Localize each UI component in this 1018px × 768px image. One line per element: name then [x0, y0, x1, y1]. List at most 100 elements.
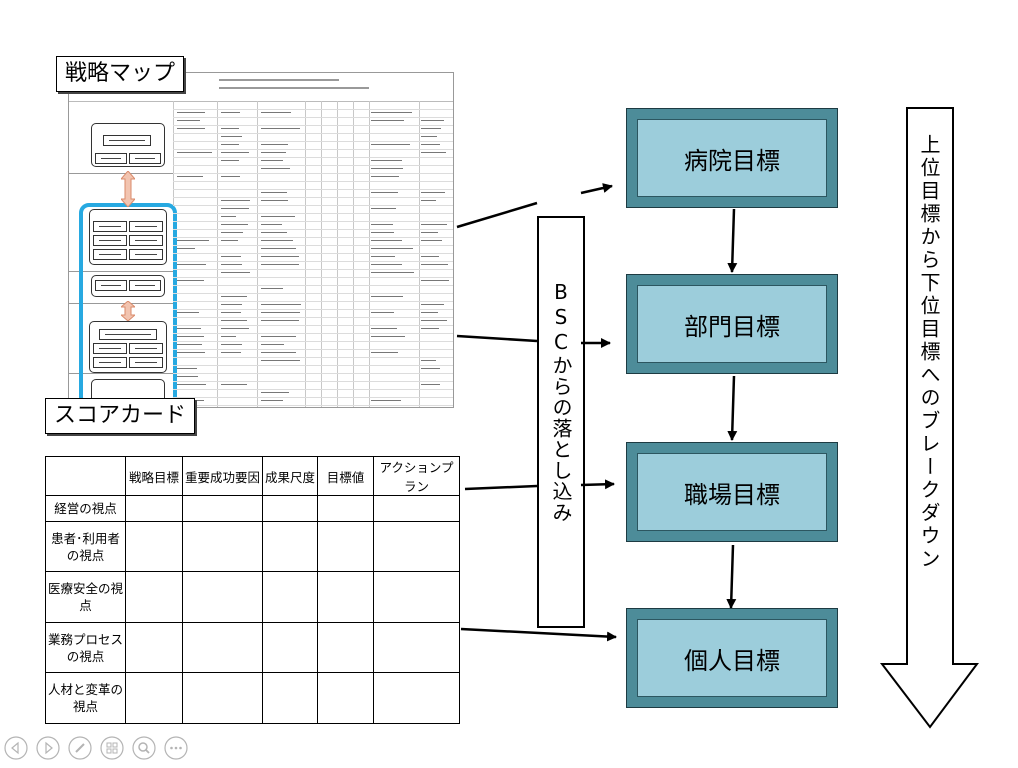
slides-icon[interactable]: [100, 736, 124, 760]
sheet-cell-text: [221, 352, 241, 353]
next-icon[interactable]: [36, 736, 60, 760]
sheet-cell-text: [261, 392, 289, 393]
sheet-cell-text: [221, 112, 240, 113]
bsc-cascade-box: BSCからの落とし込み: [537, 216, 585, 628]
sheet-cell-text: [261, 152, 286, 153]
table-row: 医療安全の視点: [45, 571, 460, 623]
sheet-cell-text: [371, 120, 404, 121]
slideshow-toolbar: [4, 736, 188, 762]
sheet-cell-text: [371, 296, 403, 297]
sheet-row-line: [173, 197, 453, 198]
sheet-cell-text: [261, 288, 283, 289]
sheet-row-line: [173, 293, 453, 294]
sheet-cell-text: [221, 384, 247, 385]
sheet-cell-text: [371, 144, 410, 145]
prev-icon[interactable]: [4, 736, 28, 760]
sheet-cell-text: [261, 192, 287, 193]
sheet-cell-text: [261, 168, 290, 169]
row-label: 患者･利用者の視点: [45, 520, 126, 573]
sheet-cell-text: [261, 240, 293, 241]
sheet-cell-text: [371, 352, 398, 353]
sheet-cell-text: [421, 136, 437, 137]
sheet-cell-text: [221, 176, 240, 177]
sheet-cell-text: [371, 400, 401, 401]
header-blank: [45, 456, 126, 496]
sheet-cell-text: [261, 112, 291, 113]
sheet-row-line: [173, 357, 453, 358]
sheet-cell-text: [371, 232, 394, 233]
sheet-cell-text: [177, 240, 209, 241]
pen-icon[interactable]: [68, 736, 92, 760]
header-action-plan: アクションプラン: [373, 456, 460, 496]
sheet-row-line: [173, 397, 453, 398]
sheet-cell-text: [221, 232, 243, 233]
sheet-row-line: [173, 389, 453, 390]
sheet-row-line: [173, 221, 453, 222]
sheet-cell-text: [371, 336, 405, 337]
sheet-row-line: [173, 109, 453, 110]
sheet-cell-text: [421, 312, 438, 313]
target-box-individual: 個人目標: [626, 608, 838, 708]
sheet-cell-text: [421, 280, 449, 281]
bsc-cascade-label: BSCからの落とし込み: [549, 280, 573, 523]
sheet-cell-text: [421, 152, 446, 153]
sheet-row-line: [173, 365, 453, 366]
sheet-row-line: [173, 285, 453, 286]
sheet-cell-text: [261, 352, 296, 353]
sheet-cell-text: [177, 176, 203, 177]
more-icon[interactable]: [164, 736, 188, 760]
sheet-cell-text: [421, 144, 440, 145]
sheet-row-line: [173, 149, 453, 150]
sheet-cell-text: [421, 232, 438, 233]
sheet-row-line: [173, 117, 453, 118]
sheet-cell-text: [177, 344, 202, 345]
sheet-cell-text: [221, 136, 242, 137]
arrow-line: [456, 334, 538, 343]
arrow-line: [580, 479, 615, 490]
sheet-cell-text: [261, 336, 296, 337]
sheet-row-line: [173, 333, 453, 334]
sheet-cell-text: [371, 248, 413, 249]
arrow-line: [464, 484, 538, 491]
arrow-line: [456, 201, 538, 229]
sheet-cell-text: [221, 328, 249, 329]
arrow-line: [580, 183, 613, 195]
sheet-row-line: [173, 125, 453, 126]
sheet-cell-text: [177, 328, 201, 329]
zoom-icon[interactable]: [132, 736, 156, 760]
scorecard-table: 戦略目標 重要成功要因 成果尺度 目標値 アクションプラン 経営の視点 患者･利…: [45, 456, 460, 724]
sheet-cell-text: [221, 200, 250, 201]
target-box-department: 部門目標: [626, 274, 838, 374]
sheet-row-line: [173, 309, 453, 310]
row-label: 人材と変革の視点: [45, 672, 126, 724]
target-label: 病院目標: [637, 119, 827, 197]
sheet-row-line: [173, 269, 453, 270]
sheet-cell-text: [221, 272, 250, 273]
sheet-cell-text: [261, 320, 299, 321]
sheet-cell-text: [421, 360, 436, 361]
sheet-cell-text: [177, 352, 205, 353]
sheet-cell-text: [261, 128, 300, 129]
sheet-row-line: [173, 141, 453, 142]
target-label: 職場目標: [637, 453, 827, 531]
sheet-cell-text: [261, 312, 300, 313]
sheet-cell-text: [177, 120, 200, 121]
sheet-cell-text: [371, 328, 397, 329]
arrow-line: [460, 627, 617, 642]
sheet-row-line: [173, 245, 453, 246]
table-row: 経営の視点: [45, 495, 460, 522]
sheet-cell-text: [261, 232, 287, 233]
target-box-workplace: 職場目標: [626, 442, 838, 542]
sheet-cell-text: [371, 192, 398, 193]
row-label: 医療安全の視点: [45, 571, 126, 623]
sheet-cell-text: [421, 192, 445, 193]
sheet-row-line: [173, 165, 453, 166]
sheet-row-line: [173, 341, 453, 342]
sheet-row-line: [173, 133, 453, 134]
target-box-hospital: 病院目標: [626, 108, 838, 208]
sheet-cell-text: [177, 312, 199, 313]
sheet-row-line: [173, 317, 453, 318]
sheet-cell-text: [371, 256, 395, 257]
arrow-line: [726, 544, 737, 609]
